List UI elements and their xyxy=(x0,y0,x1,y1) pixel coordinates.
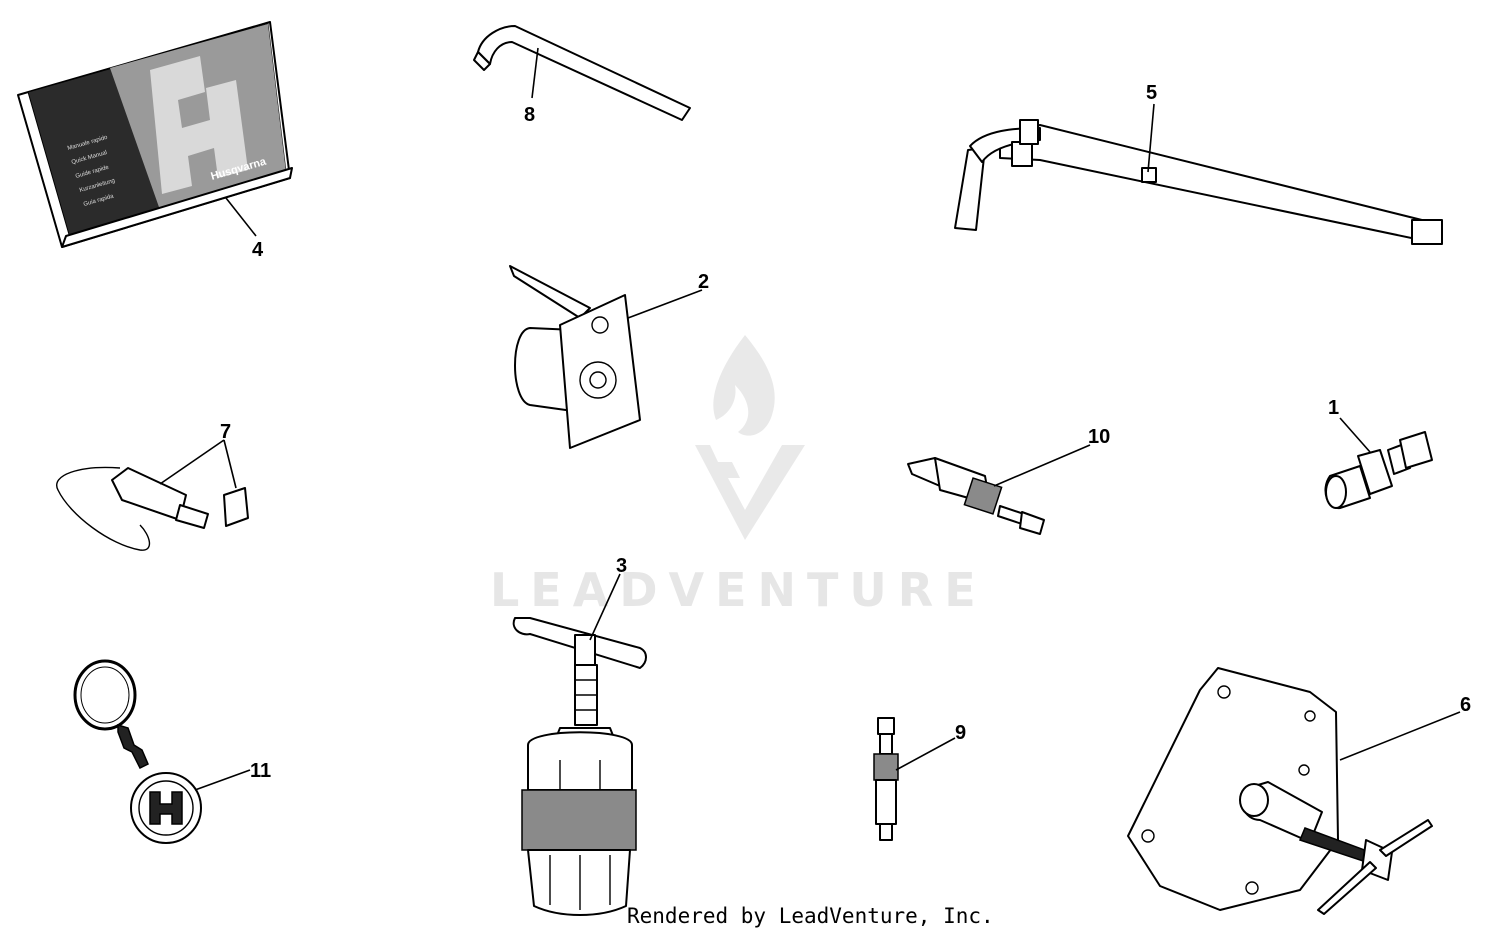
callout-6: 6 xyxy=(1460,694,1471,716)
render-credit: Rendered by LeadVenture, Inc. xyxy=(627,904,994,928)
callout-7: 7 xyxy=(220,421,231,443)
callout-4: 4 xyxy=(252,239,264,261)
leader-4 xyxy=(225,197,257,237)
allen-key: 8 xyxy=(473,25,691,126)
leader-11 xyxy=(194,769,251,791)
bearing-puller: 3 xyxy=(512,555,647,916)
clutch-puller-plate: 6 xyxy=(1127,667,1471,915)
leadventure-watermark: LEADVENTURE xyxy=(490,335,987,617)
callout-11: 11 xyxy=(250,760,271,782)
callout-2: 2 xyxy=(698,271,709,293)
callout-10: 10 xyxy=(1088,426,1110,448)
keyring: 11 xyxy=(73,659,271,844)
leader-6 xyxy=(1339,711,1461,761)
usb-stick: 7 xyxy=(56,421,249,551)
leader-1 xyxy=(1339,417,1371,453)
leader-7a xyxy=(159,439,225,485)
compression-fitting: 1 xyxy=(1324,397,1433,510)
leader-2 xyxy=(627,289,703,319)
leader-9 xyxy=(895,737,956,771)
callout-1: 1 xyxy=(1328,397,1339,419)
leader-5 xyxy=(1147,103,1155,173)
flywheel-holder: 5 xyxy=(954,82,1443,245)
valve-tool: 10 xyxy=(907,426,1110,535)
leader-3 xyxy=(589,573,621,641)
flame-icon xyxy=(713,335,775,436)
callout-5: 5 xyxy=(1146,82,1157,104)
callout-9: 9 xyxy=(955,722,966,744)
v-logo-icon xyxy=(695,445,805,540)
callout-8: 8 xyxy=(524,104,535,126)
holder-bolt xyxy=(1011,141,1033,167)
leader-8 xyxy=(531,47,539,99)
manual-booklet: Manuale rapido Quick Manual Guide rapide… xyxy=(17,21,293,261)
timing-plate: 2 xyxy=(509,265,709,449)
leader-10 xyxy=(993,444,1091,487)
lanyard xyxy=(56,466,151,551)
callout-3: 3 xyxy=(616,555,627,577)
leader-7b xyxy=(223,439,237,489)
small-valve: 9 xyxy=(873,717,966,841)
watermark-text: LEADVENTURE xyxy=(490,563,987,617)
